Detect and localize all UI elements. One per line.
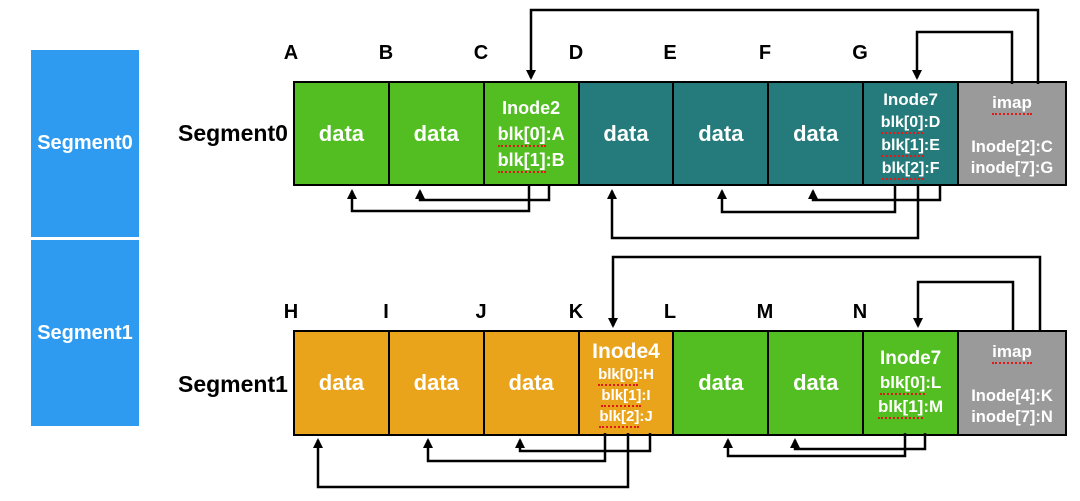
- imap-seg1-title: imap: [992, 341, 1032, 364]
- label-block-k: K: [568, 301, 584, 323]
- imap-seg0-entry-1: inode[7]:G: [970, 159, 1054, 178]
- block-imap-seg1: imap Inode[4]:K inode[7]:N: [957, 330, 1068, 436]
- arrow-inode2-to-a: [347, 184, 531, 213]
- block-d-text: data: [603, 120, 649, 146]
- block-b-data: data: [387, 81, 485, 186]
- imap-seg1-entry-0: Inode[4]:K: [971, 387, 1053, 406]
- disk-bar-segment1: Segment1: [31, 240, 139, 426]
- label-block-f: F: [758, 42, 772, 64]
- disk-bar-segment0-label: Segment0: [37, 132, 133, 154]
- disk-bar-divider: [31, 237, 139, 240]
- label-block-c: C: [473, 42, 489, 64]
- arrow-imap0-to-inode2: [526, 8, 1040, 84]
- inode7-seg1-title: Inode7: [879, 348, 942, 369]
- inode7-seg0-entry-2: blk[2]:F: [881, 157, 939, 180]
- block-f-data: data: [767, 81, 865, 186]
- segment1-block-row: data data data Inode4 blk[0]:H blk[1]:I …: [293, 330, 1068, 436]
- label-block-l: L: [663, 301, 677, 323]
- inode2-title: Inode2: [502, 97, 561, 118]
- block-i-text: data: [413, 370, 459, 396]
- imap-seg0-entry-0: Inode[2]:C: [971, 138, 1053, 157]
- block-m-data: data: [767, 330, 865, 436]
- inode2-entry-1: blk[1]:B: [497, 147, 565, 173]
- inode4-title: Inode4: [592, 340, 660, 363]
- block-g-inode7: Inode7 blk[0]:D blk[1]:E blk[2]:F: [862, 81, 960, 186]
- arrow-inode7-seg0-to-d: [607, 184, 920, 240]
- block-h-data: data: [293, 330, 390, 436]
- arrow-inode4-to-h: [313, 433, 630, 489]
- disk-bar-segment1-label: Segment1: [37, 321, 133, 344]
- label-block-g: G: [852, 42, 868, 64]
- inode4-entry-0: blk[0]:H: [598, 364, 654, 386]
- segment0-row-label: Segment0: [178, 120, 288, 146]
- block-d-data: data: [577, 81, 675, 186]
- inode2-entry-0: blk[0]:A: [497, 121, 565, 147]
- disk-bar-segment0: Segment0: [31, 50, 139, 237]
- block-j-data: data: [482, 330, 580, 436]
- block-j-text: data: [508, 370, 554, 396]
- label-block-i: I: [383, 301, 389, 323]
- arrow-imap0-to-inode7: [912, 30, 1014, 84]
- arrow-inode7-seg1-to-l: [723, 433, 907, 458]
- block-l-text: data: [698, 370, 744, 396]
- inode7-seg0-entry-1: blk[1]:E: [881, 134, 940, 157]
- segment1-row-label: Segment1: [178, 371, 288, 397]
- arrow-imap1-to-inode7: [913, 280, 1015, 332]
- block-m-text: data: [793, 370, 839, 396]
- block-b-text: data: [413, 120, 459, 146]
- inode7-seg1-entry-1: blk[1]:M: [878, 395, 943, 419]
- block-imap-seg0: imap Inode[2]:C inode[7]:G: [957, 81, 1068, 186]
- block-a-data: data: [293, 81, 390, 186]
- imap-seg0-title: imap: [992, 92, 1032, 115]
- label-block-n: N: [852, 301, 868, 323]
- segment0-block-row: data data Inode2 blk[0]:A blk[1]:B data …: [293, 81, 1068, 186]
- imap-seg0-entries: Inode[2]:C inode[7]:G: [971, 137, 1054, 179]
- inode7-seg0-title: Inode7: [883, 89, 938, 109]
- block-i-data: data: [387, 330, 485, 436]
- block-h-text: data: [318, 370, 365, 396]
- inode7-seg0-entry-0: blk[0]:D: [880, 111, 940, 134]
- block-e-text: data: [698, 120, 744, 146]
- imap-seg1-entry-1: inode[7]:N: [971, 408, 1053, 427]
- inode4-entry-1: blk[1]:I: [601, 385, 651, 407]
- label-block-a: A: [283, 42, 299, 64]
- label-block-e: E: [663, 42, 677, 64]
- block-k-inode4: Inode4 blk[0]:H blk[1]:I blk[2]:J: [577, 330, 675, 436]
- block-n-inode7: Inode7 blk[0]:L blk[1]:M: [862, 330, 960, 436]
- label-block-h: H: [283, 301, 299, 323]
- arrow-inode4-to-i: [423, 433, 607, 463]
- label-block-j: J: [475, 301, 487, 323]
- label-block-d: D: [568, 42, 584, 64]
- block-e-data: data: [672, 81, 770, 186]
- imap-seg1-entries: Inode[4]:K inode[7]:N: [971, 386, 1053, 428]
- block-a-text: data: [318, 120, 365, 146]
- arrow-inode7-seg0-to-f: [808, 184, 942, 202]
- label-block-m: M: [756, 301, 774, 323]
- disk-bar: Segment0 Segment1: [31, 50, 139, 426]
- block-l-data: data: [672, 330, 770, 436]
- label-block-b: B: [378, 42, 394, 64]
- inode7-seg1-entry-0: blk[0]:L: [879, 371, 941, 395]
- block-f-text: data: [793, 120, 839, 146]
- arrow-inode7-seg0-to-e: [717, 184, 897, 214]
- block-c-inode2: Inode2 blk[0]:A blk[1]:B: [482, 81, 580, 186]
- inode4-entry-2: blk[2]:J: [599, 406, 653, 428]
- arrow-inode2-to-b: [415, 184, 551, 202]
